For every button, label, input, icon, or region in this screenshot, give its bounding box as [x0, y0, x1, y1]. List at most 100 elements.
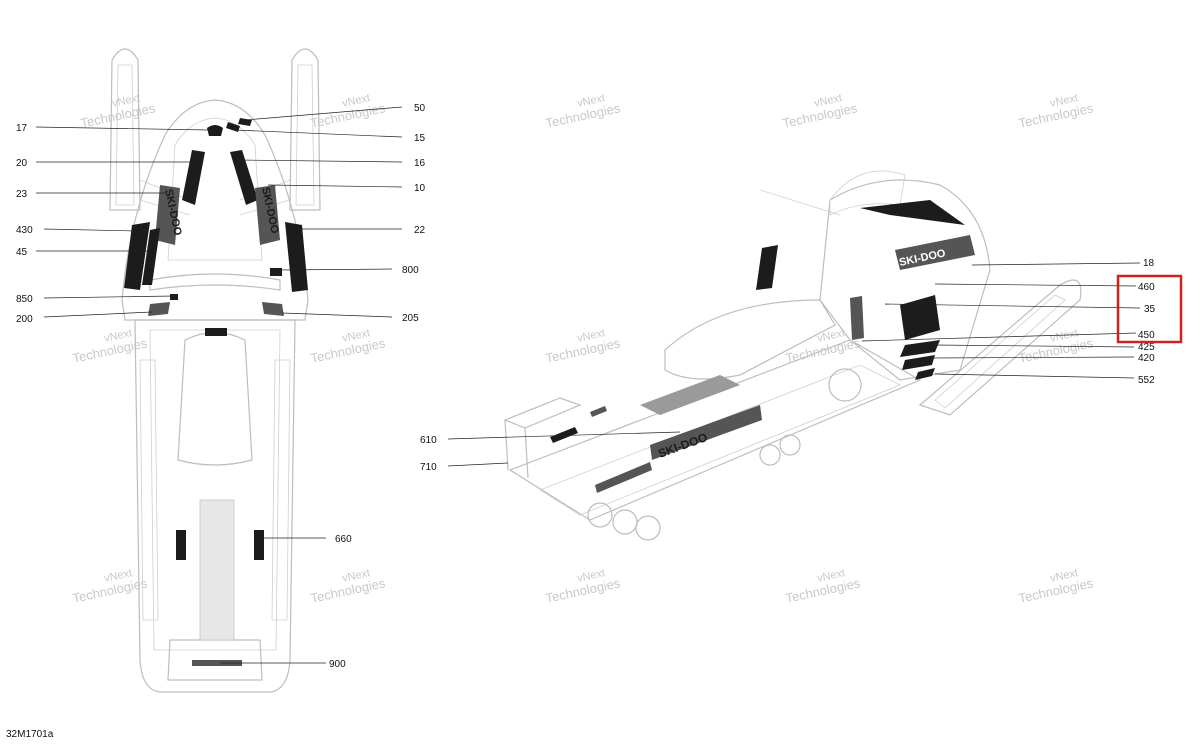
leader-850 [43, 295, 174, 299]
running-board-right [271, 359, 291, 621]
callout-425[interactable]: 425 [1138, 342, 1155, 353]
leader-lines [35, 106, 1141, 664]
watermark: vNext Technologies [784, 327, 862, 366]
watermark: vNext Technologies [544, 92, 622, 131]
decal-10-right-panel [255, 185, 280, 245]
leader-10 [267, 184, 403, 188]
callout-15[interactable]: 15 [414, 133, 426, 144]
decal-850 [170, 294, 178, 300]
decal-tunnel-strip [595, 462, 652, 493]
callout-45[interactable]: 45 [16, 247, 28, 258]
callout-20[interactable]: 20 [16, 158, 28, 169]
decal-hood-brand-bg [895, 235, 975, 270]
decal-35 [850, 296, 864, 340]
watermark: vNext Technologies [1017, 92, 1095, 131]
watermark: vNext Technologies [544, 567, 622, 606]
body-outline [819, 179, 991, 381]
decal-205 [262, 302, 284, 316]
callout-460[interactable]: 460 [1138, 282, 1155, 293]
watermark-line1: vNext [576, 92, 606, 110]
leader-610 [447, 431, 681, 440]
decal-tunnel-brand [650, 405, 762, 460]
watermark-line1: vNext [1049, 92, 1079, 110]
ski-inner [934, 294, 1066, 409]
decal-800 [270, 268, 282, 276]
callout-552[interactable]: 552 [1138, 375, 1155, 386]
decal-450 [900, 340, 940, 357]
callout-22[interactable]: 22 [414, 225, 426, 236]
diagram-code: 32M1701a [6, 729, 54, 740]
side-view-snowmobile: SKI-DOO SKI-DOO [503, 170, 1082, 541]
watermark: vNext Technologies [309, 567, 387, 606]
callout-labels: 17 20 23 430 45 850 200 50 15 16 10 22 8… [16, 103, 1156, 670]
callout-710[interactable]: 710 [420, 462, 437, 473]
leader-16 [237, 159, 403, 163]
seat-outline [177, 331, 253, 466]
watermark: vNext Technologies [1017, 567, 1095, 606]
drive-sprocket [828, 368, 862, 402]
leader-552 [934, 373, 1135, 379]
callout-850[interactable]: 850 [16, 294, 33, 305]
decal-16-right [230, 150, 258, 205]
decal-900 [192, 660, 242, 666]
callout-660[interactable]: 660 [335, 534, 352, 545]
tunnel-inner [149, 329, 281, 651]
decal-side-panel [756, 245, 778, 290]
decal-200 [148, 302, 170, 316]
hood-inner [167, 117, 263, 261]
leader-425 [934, 344, 1135, 348]
callout-50[interactable]: 50 [414, 103, 426, 114]
callout-16[interactable]: 16 [414, 158, 426, 169]
callout-430[interactable]: 430 [16, 225, 33, 236]
callout-450[interactable]: 450 [1138, 330, 1155, 341]
decal-45-left-side [142, 228, 160, 285]
decal-610 [550, 427, 578, 443]
callout-10[interactable]: 10 [414, 183, 426, 194]
watermark-line1: vNext [1049, 567, 1079, 585]
windshield [829, 170, 906, 216]
track-lower [539, 364, 901, 516]
decal-20-left [182, 150, 205, 205]
seat-outline [664, 299, 836, 380]
right-ski [289, 48, 321, 211]
callout-35[interactable]: 35 [1144, 304, 1156, 315]
watermark-line1: vNext [1049, 327, 1079, 345]
top-view-snowmobile: SKI-DOO SKI-DOO [109, 48, 321, 693]
decal-rack [590, 406, 607, 417]
leader-800 [277, 268, 393, 271]
right-ski-inner [295, 64, 315, 206]
callout-900[interactable]: 900 [329, 659, 346, 670]
watermark-line1: vNext [576, 567, 606, 585]
leader-205 [281, 312, 393, 318]
callout-610[interactable]: 610 [420, 435, 437, 446]
callout-420[interactable]: 420 [1138, 353, 1155, 364]
decal-660-b [176, 530, 186, 560]
wheel [635, 515, 661, 541]
leader-450 [861, 332, 1137, 342]
leader-420 [931, 356, 1135, 359]
decal-15 [226, 122, 240, 132]
left-ski [109, 48, 141, 211]
leader-460 [934, 283, 1137, 287]
decal-660-a [254, 530, 264, 560]
decal-460 [900, 295, 940, 340]
watermark-line1: vNext [341, 567, 371, 585]
wheel [587, 502, 613, 528]
callout-18[interactable]: 18 [1143, 258, 1155, 269]
wheel [779, 434, 801, 456]
watermark-line1: vNext [103, 327, 133, 345]
leader-200 [43, 311, 153, 318]
callout-23[interactable]: 23 [16, 189, 28, 200]
decal-seat-grey [640, 375, 740, 415]
watermark-line1: vNext [576, 327, 606, 345]
callout-200[interactable]: 200 [16, 314, 33, 325]
callout-17[interactable]: 17 [16, 123, 28, 134]
decal-552 [915, 368, 935, 380]
decal-17-nose [207, 125, 223, 136]
callout-800[interactable]: 800 [402, 265, 419, 276]
decal-center [205, 328, 227, 336]
callout-205[interactable]: 205 [402, 313, 419, 324]
highlight-box [1116, 274, 1183, 344]
